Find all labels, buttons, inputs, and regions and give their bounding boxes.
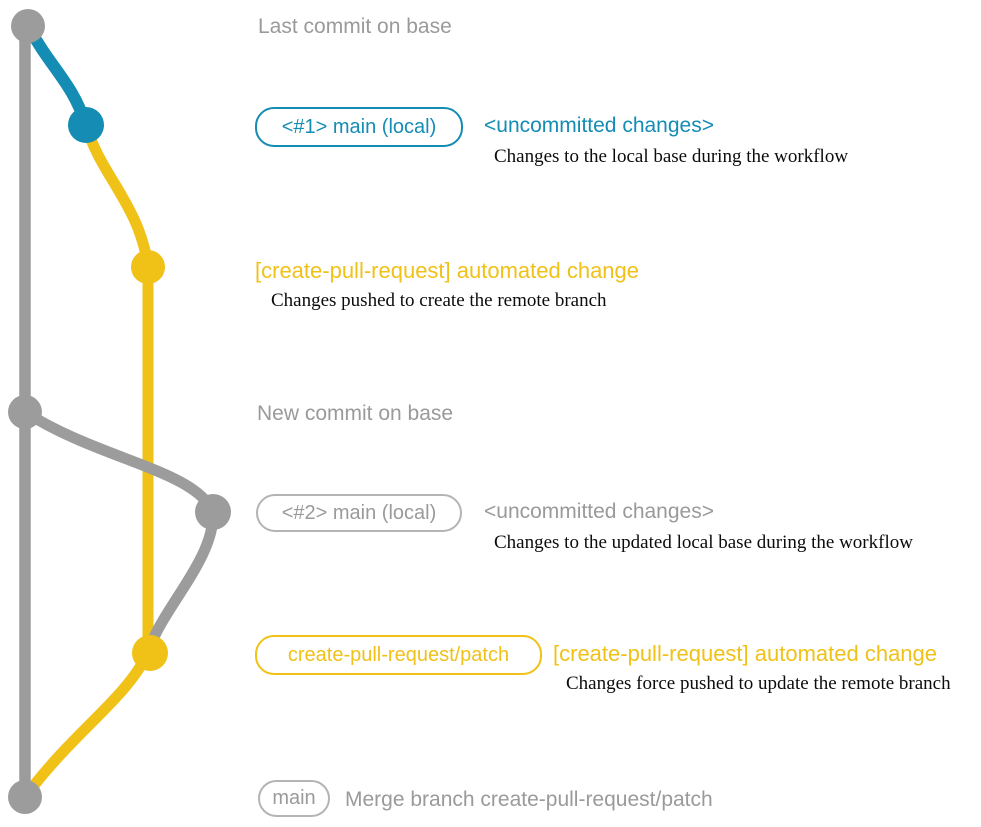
edge-local2-to-patch2: [142, 506, 219, 659]
branch-badge-patch: create-pull-request/patch: [255, 635, 542, 675]
note-local-base: Changes to the local base during the wor…: [494, 146, 849, 167]
note-pushed-create: Changes pushed to create the remote bran…: [271, 290, 607, 311]
commit-message-uncommitted-1: <uncommitted changes>: [484, 114, 714, 137]
commit-dot-patch-2: [132, 635, 168, 671]
branch-badge-main-local-2: <#2> main (local): [256, 494, 462, 532]
edge-patch2-to-merge: [19, 647, 154, 803]
commit-dot-merge: [8, 780, 42, 814]
commit-graph: [8, 9, 231, 814]
note-force-pushed: Changes force pushed to update the remot…: [566, 673, 951, 694]
edge-basenew-to-local2: [19, 406, 219, 518]
edge-local1-to-patch1: [80, 119, 154, 273]
branch-badge-label: create-pull-request/patch: [287, 643, 510, 666]
commit-dot-patch-1: [131, 250, 165, 284]
commit-message-automated-1: [create-pull-request] automated change: [255, 258, 640, 283]
commit-dot-base-new: [8, 395, 42, 429]
heading-new-commit: New commit on base: [257, 402, 454, 425]
commit-message-automated-2: [create-pull-request] automated change: [553, 641, 938, 666]
commit-message-merge: Merge branch create-pull-request/patch: [345, 788, 713, 811]
branch-badge-label: <#1> main (local): [281, 115, 437, 138]
note-updated-local-base: Changes to the updated local base during…: [494, 532, 913, 553]
branch-badge-main-local-1: <#1> main (local): [255, 107, 463, 147]
commit-dot-local-1: [68, 107, 104, 143]
branch-badge-main: main: [258, 780, 330, 817]
commit-dot-local-2: [195, 494, 231, 530]
branch-badge-label: main: [272, 787, 316, 809]
heading-last-commit: Last commit on base: [258, 15, 452, 38]
commit-dot-base-tip: [11, 9, 45, 43]
branch-badge-label: <#2> main (local): [281, 501, 437, 524]
commit-message-uncommitted-2: <uncommitted changes>: [484, 500, 714, 523]
